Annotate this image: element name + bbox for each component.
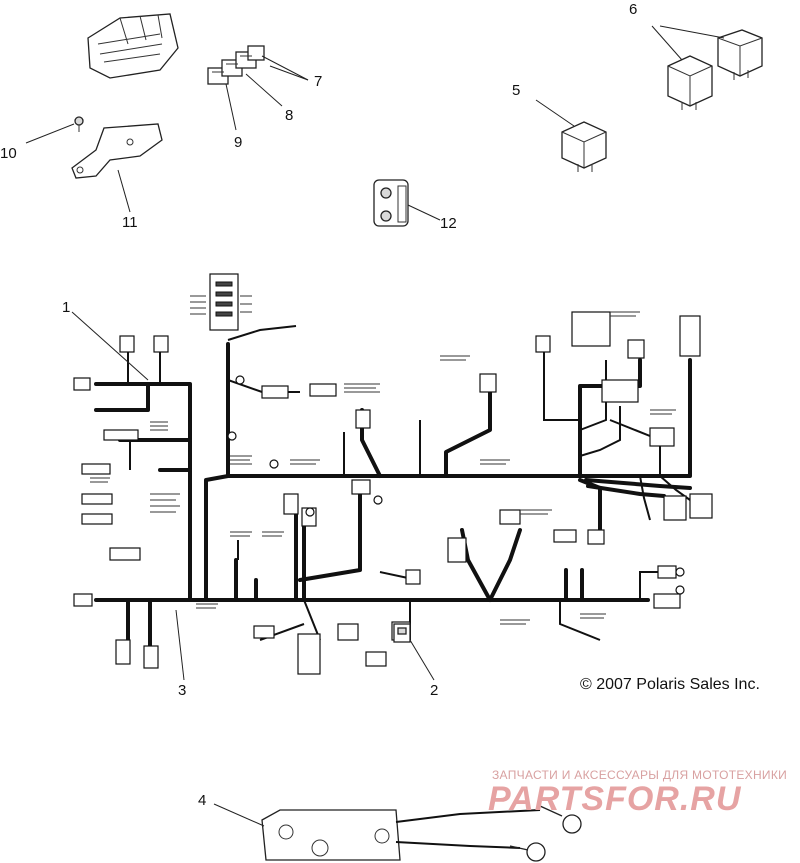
- circuit-breaker-part: [373, 179, 409, 227]
- harness-connectors: [73, 273, 713, 675]
- callout-4: 4: [198, 792, 206, 809]
- callout-3: 3: [178, 682, 186, 699]
- battery-cable-part: [261, 805, 582, 862]
- callout-9: 9: [234, 134, 242, 151]
- copyright-notice: © 2007 Polaris Sales Inc.: [580, 676, 760, 693]
- callout-12: 12: [440, 215, 457, 232]
- callout-1: 1: [62, 299, 70, 316]
- main-wiring-harness: [94, 342, 692, 652]
- callout-8: 8: [285, 107, 293, 124]
- callout-5: 5: [512, 82, 520, 99]
- relay-part-6b: [717, 29, 763, 80]
- fuses-part: [207, 45, 265, 85]
- callout-2: 2: [430, 682, 438, 699]
- callout-11: 11: [122, 214, 138, 231]
- harness-label-blocks: [90, 295, 676, 625]
- connector-plug-part: [393, 623, 411, 643]
- callout-6: 6: [629, 1, 637, 18]
- callout-numbers: 1 2 3 4 5 6 7 8 9 10 11 12: [0, 1, 637, 809]
- relay-part-5: [561, 121, 607, 172]
- callout-7: 7: [314, 73, 322, 90]
- watermark-brand: PARTSFOR.RU: [488, 780, 742, 818]
- callout-10: 10: [0, 145, 17, 162]
- mounting-bracket-part: [71, 123, 163, 179]
- fuse-box-cover-part: [87, 13, 179, 79]
- relay-part-6a: [667, 55, 713, 110]
- watermark-subtitle: ЗАПЧАСТИ И АКСЕССУАРЫ ДЛЯ МОТОТЕХНИКИ: [492, 768, 788, 782]
- screw-part: [74, 116, 84, 132]
